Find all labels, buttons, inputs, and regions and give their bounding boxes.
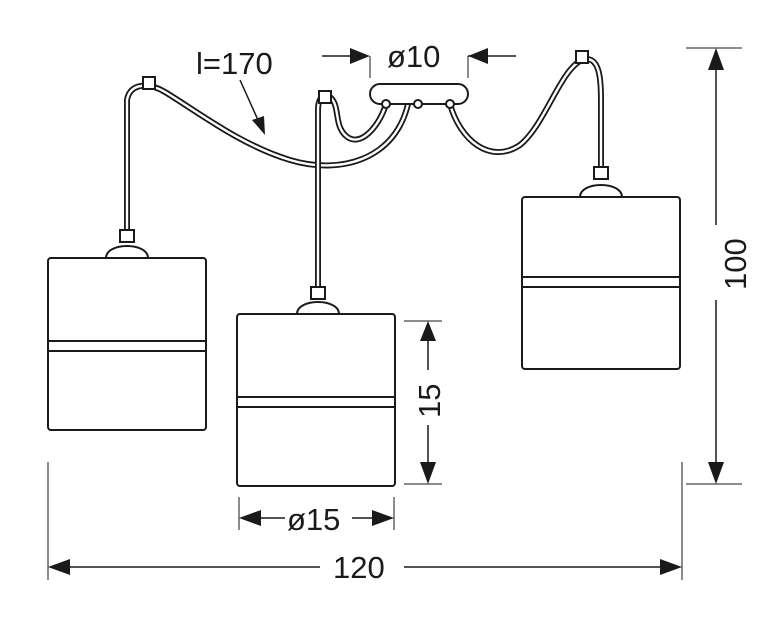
- shade-height-dimension: 15: [404, 320, 447, 485]
- shade-height-label: 15: [412, 384, 447, 418]
- lamp-middle: [236, 286, 396, 487]
- hook-left: [142, 76, 156, 90]
- lamp-left: [47, 229, 207, 431]
- hook-right: [575, 50, 589, 64]
- cable-length-dimension: l=170: [196, 46, 273, 135]
- cord-right: [447, 56, 604, 173]
- canopy-diameter-dimension: ø10: [322, 39, 516, 78]
- total-height-label: 100: [718, 238, 753, 290]
- band-left: [47, 340, 207, 352]
- shade-diameter-dimension: ø15: [238, 497, 395, 537]
- canopy-diameter-label: ø10: [387, 39, 440, 74]
- total-width-label: 120: [333, 550, 385, 585]
- shade-diameter-label: ø15: [287, 502, 340, 537]
- hook-middle: [318, 90, 332, 104]
- lamp-right: [521, 166, 681, 370]
- total-height-dimension: 100: [681, 47, 753, 485]
- total-width-dimension: 120: [47, 462, 683, 585]
- canopy: [369, 83, 469, 109]
- cable-length-label: l=170: [196, 46, 273, 81]
- cord-left-loop: [124, 82, 411, 235]
- band-right: [521, 276, 681, 288]
- band-middle: [236, 396, 396, 408]
